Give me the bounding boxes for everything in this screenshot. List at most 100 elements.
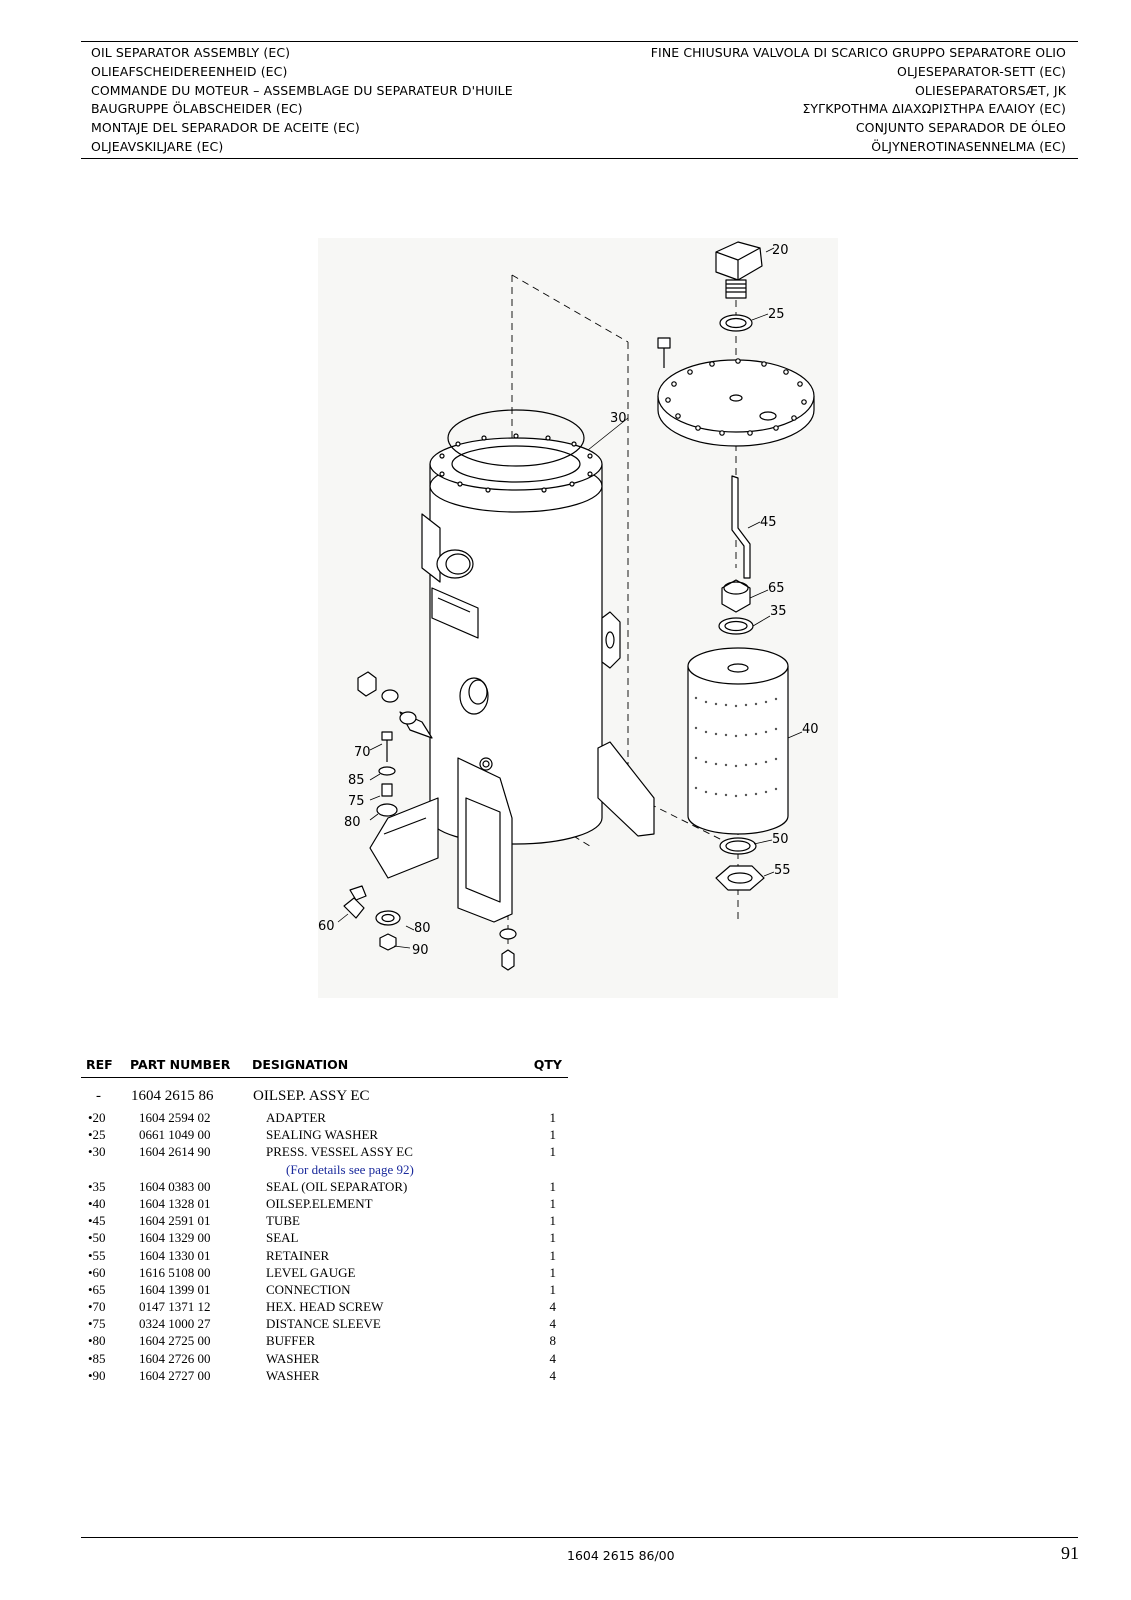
table-row: •75 0324 1000 27 DISTANCE SLEEVE 4 <box>81 1316 568 1333</box>
label-70: 70 <box>354 745 371 760</box>
level-gauge-parts <box>357 671 433 739</box>
cell-ref: •85 <box>88 1350 106 1366</box>
diagram-svg: 20 25 30 45 65 35 40 50 55 70 85 75 80 6… <box>318 238 838 998</box>
cell-designation: HEX. HEAD SCREW <box>266 1299 384 1315</box>
page-header: OIL SEPARATOR ASSEMBLY (EC) OLIEAFSCHEID… <box>81 41 1078 159</box>
table-row: •85 1604 2726 00 WASHER 4 <box>81 1351 568 1368</box>
cell-designation: SEALING WASHER <box>266 1127 379 1143</box>
table-row: •55 1604 1330 01 RETAINER 1 <box>81 1248 568 1265</box>
footer-rule <box>81 1537 1078 1538</box>
table-row: •45 1604 2591 01 TUBE 1 <box>81 1213 568 1230</box>
cell-part-number: 1604 2591 01 <box>139 1213 211 1229</box>
label-20: 20 <box>772 243 789 258</box>
title-italian: FINE CHIUSURA VALVOLA DI SCARICO GRUPPO … <box>650 45 1066 60</box>
cell-qty: 1 <box>549 1213 557 1229</box>
cell-qty: 1 <box>549 1178 557 1194</box>
tube-45 <box>731 475 751 579</box>
cell-designation: BUFFER <box>266 1333 316 1349</box>
cell-ref: •50 <box>88 1230 106 1246</box>
parts-list-table: REF PART NUMBER DESIGNATION QTY - 1604 2… <box>81 1055 568 1385</box>
cell-ref: •55 <box>88 1247 106 1263</box>
cell-part-number: 1604 0383 00 <box>139 1178 211 1194</box>
header-designation: DESIGNATION <box>252 1057 349 1072</box>
hex-screw-top <box>657 337 671 368</box>
cell-part-number: 1616 5108 00 <box>139 1264 211 1280</box>
cell-ref: •20 <box>88 1110 106 1125</box>
cell-designation: WASHER <box>266 1350 320 1366</box>
table-header: REF PART NUMBER DESIGNATION QTY <box>81 1055 568 1078</box>
label-45: 45 <box>760 515 777 530</box>
cell-ref: •40 <box>88 1195 106 1211</box>
cell-qty: 4 <box>549 1316 557 1332</box>
title-german: BAUGRUPPE ÖLABSCHEIDER (EC) <box>91 101 303 117</box>
cell-part-number: 1604 1329 00 <box>139 1230 211 1246</box>
title-finnish: ÖLJYNEROTINASENNELMA (EC) <box>871 138 1066 154</box>
cell-part-number: 1604 2614 90 <box>139 1144 211 1160</box>
title-danish: OLIESEPARATORSÆT, JK <box>914 82 1066 98</box>
cell-qty: 4 <box>549 1367 557 1383</box>
cell-qty: 4 <box>549 1350 557 1366</box>
cell-qty: 1 <box>549 1281 557 1297</box>
cell-qty: 1 <box>549 1127 557 1143</box>
cell-ref: •30 <box>88 1144 106 1160</box>
label-80-upper: 80 <box>344 815 361 830</box>
cell-ref: •65 <box>88 1281 106 1297</box>
cell-designation: CONNECTION <box>266 1281 351 1297</box>
cell-qty: 1 <box>549 1144 557 1160</box>
label-85: 85 <box>348 773 365 788</box>
label-75: 75 <box>348 794 365 809</box>
cell-ref: •80 <box>88 1333 106 1349</box>
cell-designation: RETAINER <box>266 1247 330 1263</box>
vessel-support-feet <box>369 741 655 923</box>
cell-ref: •60 <box>88 1264 106 1280</box>
cell-designation: OILSEP.ELEMENT <box>266 1195 373 1211</box>
seal-35 <box>718 617 754 635</box>
table-row: •30 1604 2614 90 PRESS. VESSEL ASSY EC 1 <box>81 1144 568 1161</box>
cell-qty: 8 <box>549 1333 557 1349</box>
connection-65 <box>721 579 751 613</box>
table-row-assembly: - 1604 2615 86 OILSEP. ASSY EC <box>81 1088 568 1110</box>
cover-plate <box>657 358 815 447</box>
cell-part-number: 1604 2615 86 <box>131 1088 214 1104</box>
cell-part-number: 1604 1328 01 <box>139 1195 211 1211</box>
cell-part-number: 0324 1000 27 <box>139 1316 211 1332</box>
washer-85 <box>378 766 396 776</box>
label-90: 90 <box>412 943 429 958</box>
title-swedish: OLJEAVSKILJARE (EC) <box>91 138 224 154</box>
cell-part-number: 1604 1399 01 <box>139 1281 211 1297</box>
cell-ref: •75 <box>88 1316 106 1332</box>
label-25: 25 <box>768 307 785 322</box>
table-row: •60 1616 5108 00 LEVEL GAUGE 1 <box>81 1265 568 1282</box>
cell-designation: WASHER <box>266 1367 320 1383</box>
oil-separator-element-40 <box>687 647 789 835</box>
cell-designation: ADAPTER <box>266 1110 326 1125</box>
title-greek: ΣΥΓΚΡΟΤΗΜΑ ΔΙΑΧΩΡΙΣΤΗΡΑ ΕΛΑΙΟΥ (EC) <box>802 101 1066 117</box>
header-left-titles: OIL SEPARATOR ASSEMBLY (EC) OLIEAFSCHEID… <box>91 44 513 157</box>
cell-qty: 1 <box>549 1195 557 1211</box>
cell-ref: •90 <box>88 1367 106 1383</box>
table-row: •90 1604 2727 00 WASHER 4 <box>81 1368 568 1385</box>
distance-sleeve-75 <box>381 783 393 797</box>
table-row: •80 1604 2725 00 BUFFER 8 <box>81 1333 568 1350</box>
title-dutch: OLIEAFSCHEIDEREENHEID (EC) <box>91 63 288 79</box>
label-55: 55 <box>774 863 791 878</box>
cell-qty: 1 <box>549 1230 557 1246</box>
level-gauge-60 <box>343 885 367 919</box>
table-row-note: (For details see page 92) <box>81 1162 568 1179</box>
buffer-80-lower <box>375 910 401 926</box>
label-50: 50 <box>772 832 789 847</box>
pressure-vessel-30 <box>421 409 621 845</box>
label-30: 30 <box>610 411 627 426</box>
cell-part-number: 0147 1371 12 <box>139 1299 211 1315</box>
cell-part-number: 1604 1330 01 <box>139 1247 211 1263</box>
cell-designation: SEAL (OIL SEPARATOR) <box>266 1178 408 1194</box>
cell-part-number: 0661 1049 00 <box>139 1127 211 1143</box>
exploded-view-diagram: 20 25 30 45 65 35 40 50 55 70 85 75 80 6… <box>318 238 838 998</box>
cell-ref: •70 <box>88 1299 106 1315</box>
title-norwegian: OLJESEPARATOR-SETT (EC) <box>897 63 1066 79</box>
callout-labels: 20 25 30 45 65 35 40 50 55 70 85 75 80 6… <box>318 243 819 958</box>
title-spanish: MONTAJE DEL SEPARADOR DE ACEITE (EC) <box>91 120 360 136</box>
header-qty: QTY <box>533 1057 562 1072</box>
header-part-number: PART NUMBER <box>130 1057 231 1072</box>
document-number: 1604 2615 86/00 <box>567 1548 675 1563</box>
